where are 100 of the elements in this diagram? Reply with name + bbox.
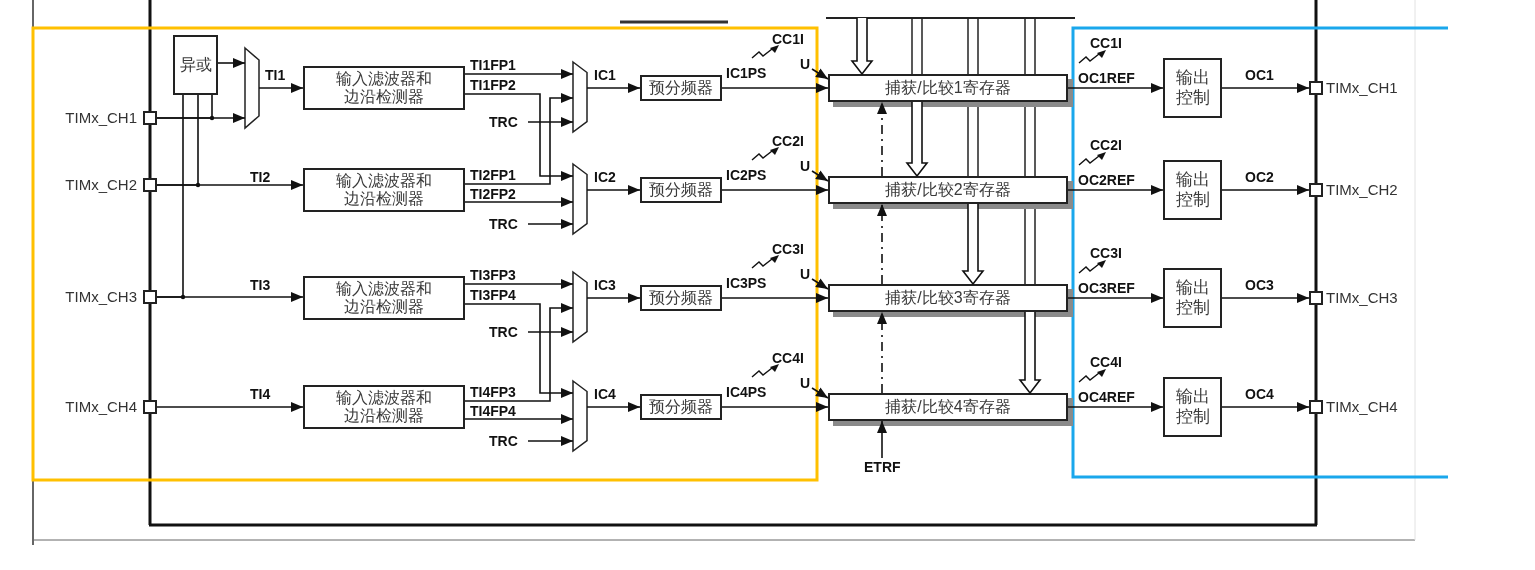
- arrow: [721, 402, 829, 412]
- signal-label: TI1FP2: [470, 78, 516, 93]
- arrow: [811, 68, 829, 80]
- signal-label: ETRF: [864, 460, 901, 475]
- dashed-arrow: [877, 311, 887, 394]
- signal-label: IC4: [594, 387, 616, 402]
- signal-label: CC2I: [772, 134, 804, 149]
- signal-label: TI2FP1: [470, 168, 516, 183]
- arrow: [1221, 402, 1310, 412]
- prescaler-box: 预分频器: [640, 394, 722, 420]
- arrow: [464, 414, 574, 424]
- arrow: [586, 402, 641, 412]
- filter-box: 输入滤波器和边沿检测器: [303, 66, 465, 110]
- output-control-box: 输出控制: [1163, 58, 1222, 118]
- pin-square: [1309, 400, 1323, 414]
- arrow: [721, 293, 829, 303]
- signal-label: TI1: [265, 68, 286, 83]
- pin-square: [143, 400, 157, 414]
- arrow: [527, 436, 574, 446]
- signal-label: TI1FP1: [470, 58, 516, 73]
- pin-label: TIMx_CH2: [65, 177, 137, 193]
- signal-label: CC3I: [1090, 246, 1122, 261]
- signal-label: IC1: [594, 68, 616, 83]
- arrow: [1221, 185, 1310, 195]
- bus-arrow: [1018, 311, 1042, 395]
- arrow: [156, 113, 246, 123]
- arrow: [1067, 185, 1164, 195]
- pin-square: [1309, 291, 1323, 305]
- signal-label: TI4FP4: [470, 404, 516, 419]
- arrow: [586, 185, 641, 195]
- arrow: [877, 420, 887, 459]
- signal-label: U: [800, 159, 811, 174]
- signal-label: CC4I: [772, 351, 804, 366]
- signal-label: IC2: [594, 170, 616, 185]
- prescaler-box: 预分频器: [640, 285, 722, 311]
- arrow: [1221, 83, 1310, 93]
- arrow: [258, 83, 304, 93]
- dashed-arrow: [877, 101, 887, 177]
- filter-box: 输入滤波器和边沿检测器: [303, 385, 465, 429]
- arrow: [1221, 293, 1310, 303]
- signal-label: IC1PS: [726, 66, 767, 81]
- pin-label: TIMx_CH2: [1326, 182, 1398, 198]
- output-control-box: 输出控制: [1163, 268, 1222, 328]
- arrow: [527, 327, 574, 337]
- signal-label: OC3REF: [1078, 281, 1135, 296]
- signal-label: TRC: [489, 115, 518, 130]
- signal-label: TI3FP4: [470, 288, 516, 303]
- arrow: [156, 402, 304, 412]
- pin-label: TIMx_CH4: [1326, 399, 1398, 415]
- signal-label: OC4: [1245, 387, 1274, 402]
- arrow: [527, 219, 574, 229]
- arrow: [811, 170, 829, 182]
- arrow: [464, 279, 574, 289]
- signal-label: OC3: [1245, 278, 1274, 293]
- prescaler-box: 预分频器: [640, 177, 722, 203]
- arrow: [586, 83, 641, 93]
- prescaler-box: 预分频器: [640, 75, 722, 101]
- arrow: [1067, 293, 1164, 303]
- signal-label: CC1I: [772, 32, 804, 47]
- pin-label: TIMx_CH1: [65, 110, 137, 126]
- arrow: [811, 278, 829, 290]
- signal-label: TI4FP3: [470, 385, 516, 400]
- signal-label: TI2: [250, 170, 271, 185]
- signal-label: IC4PS: [726, 385, 767, 400]
- signal-label: TI3FP3: [470, 268, 516, 283]
- signal-label: TI4: [250, 387, 271, 402]
- pin-label: TIMx_CH1: [1326, 80, 1398, 96]
- arrow: [156, 292, 304, 302]
- signal-label: OC1REF: [1078, 71, 1135, 86]
- signal-label: CC2I: [1090, 138, 1122, 153]
- dashed-arrow: [877, 203, 887, 285]
- signal-label: CC3I: [772, 242, 804, 257]
- bus-arrow: [905, 101, 929, 178]
- multiplexer-symbol: [573, 62, 587, 132]
- arrow: [1067, 402, 1164, 412]
- signal-label: TI2FP2: [470, 187, 516, 202]
- multiplexer-symbol: [245, 48, 259, 128]
- signal-label: OC2: [1245, 170, 1274, 185]
- multiplexer-symbol: [573, 381, 587, 451]
- filter-box: 输入滤波器和边沿检测器: [303, 168, 465, 212]
- arrow: [217, 58, 246, 68]
- multiplexer-symbol: [573, 272, 587, 342]
- pin-label: TIMx_CH3: [1326, 290, 1398, 306]
- signal-label: U: [800, 267, 811, 282]
- pin-label: TIMx_CH4: [65, 399, 137, 415]
- signal-label: TRC: [489, 325, 518, 340]
- pin-square: [1309, 81, 1323, 95]
- pin-label: TIMx_CH3: [65, 289, 137, 305]
- signal-label: IC3: [594, 278, 616, 293]
- arrow: [721, 83, 829, 93]
- arrow: [721, 185, 829, 195]
- signal-label: CC1I: [1090, 36, 1122, 51]
- pin-square: [143, 178, 157, 192]
- signal-label: CC4I: [1090, 355, 1122, 370]
- bus-arrow: [850, 17, 874, 76]
- signal-label: IC3PS: [726, 276, 767, 291]
- arrow: [1067, 83, 1164, 93]
- filter-box: 输入滤波器和边沿检测器: [303, 276, 465, 320]
- multiplexer-symbol: [573, 164, 587, 234]
- pin-square: [143, 111, 157, 125]
